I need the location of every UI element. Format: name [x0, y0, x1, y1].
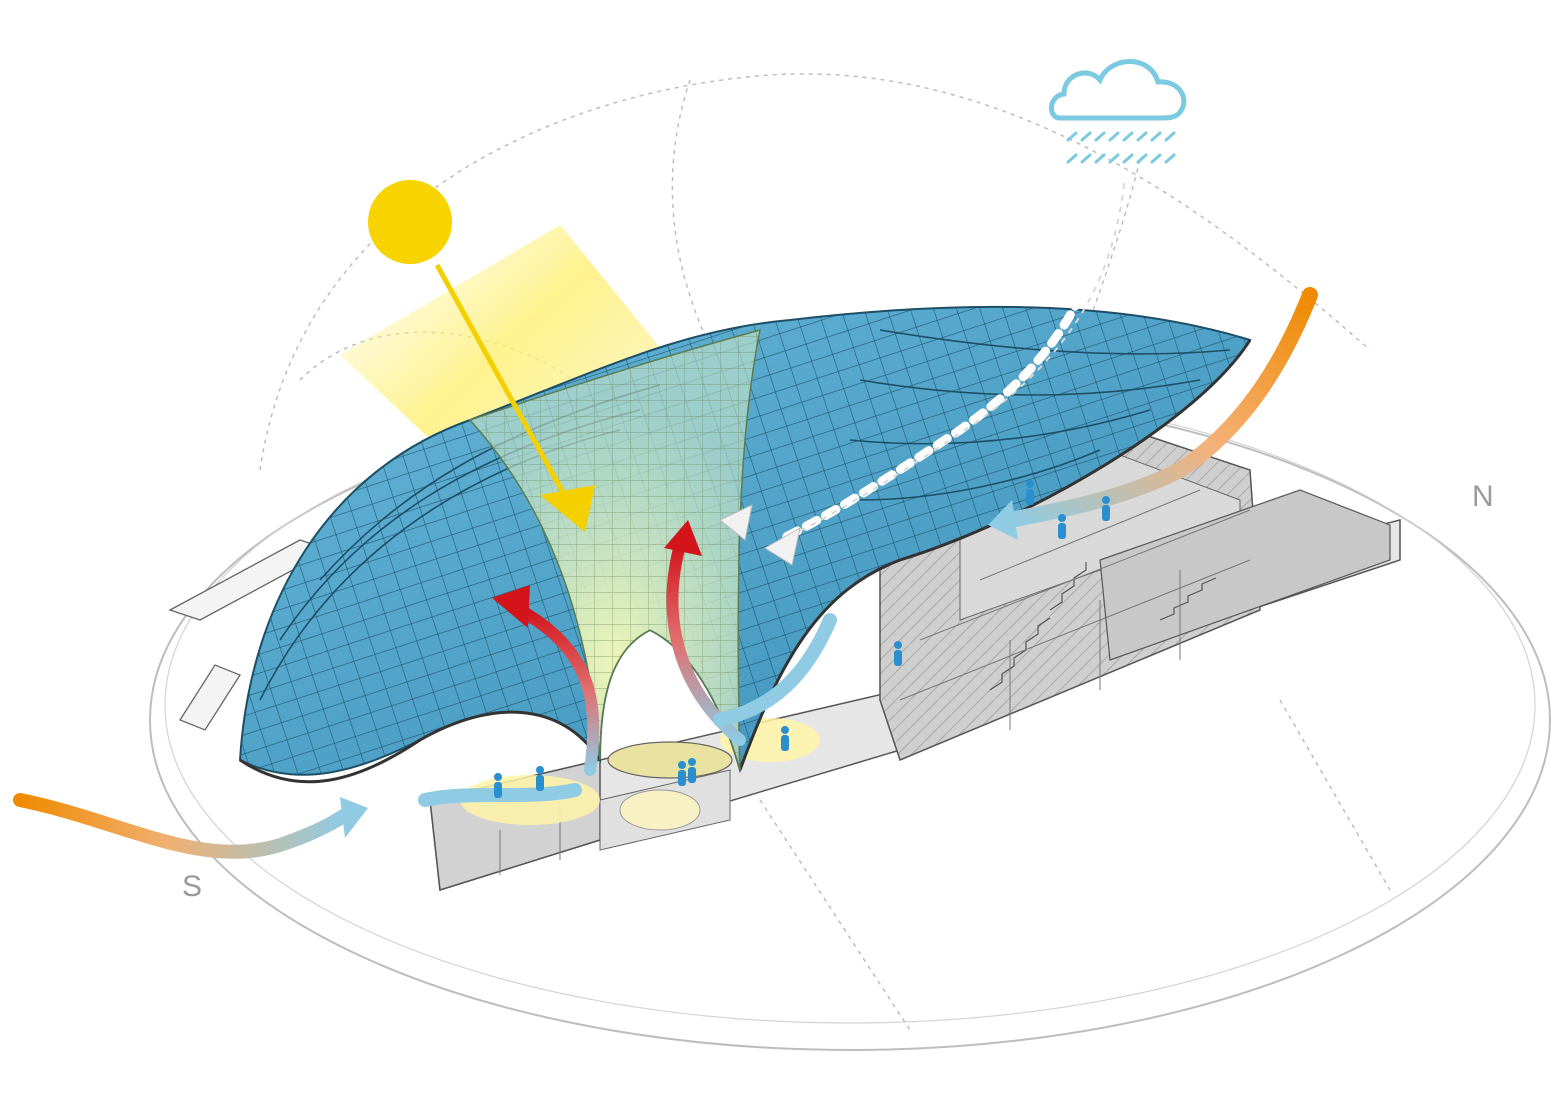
rain-cloud-icon	[1049, 59, 1187, 164]
rainwater-path	[719, 183, 1125, 566]
sun-icon	[368, 180, 595, 532]
south-label: S	[182, 870, 202, 903]
people-figures	[494, 480, 1110, 798]
north-label: N	[1472, 480, 1494, 513]
